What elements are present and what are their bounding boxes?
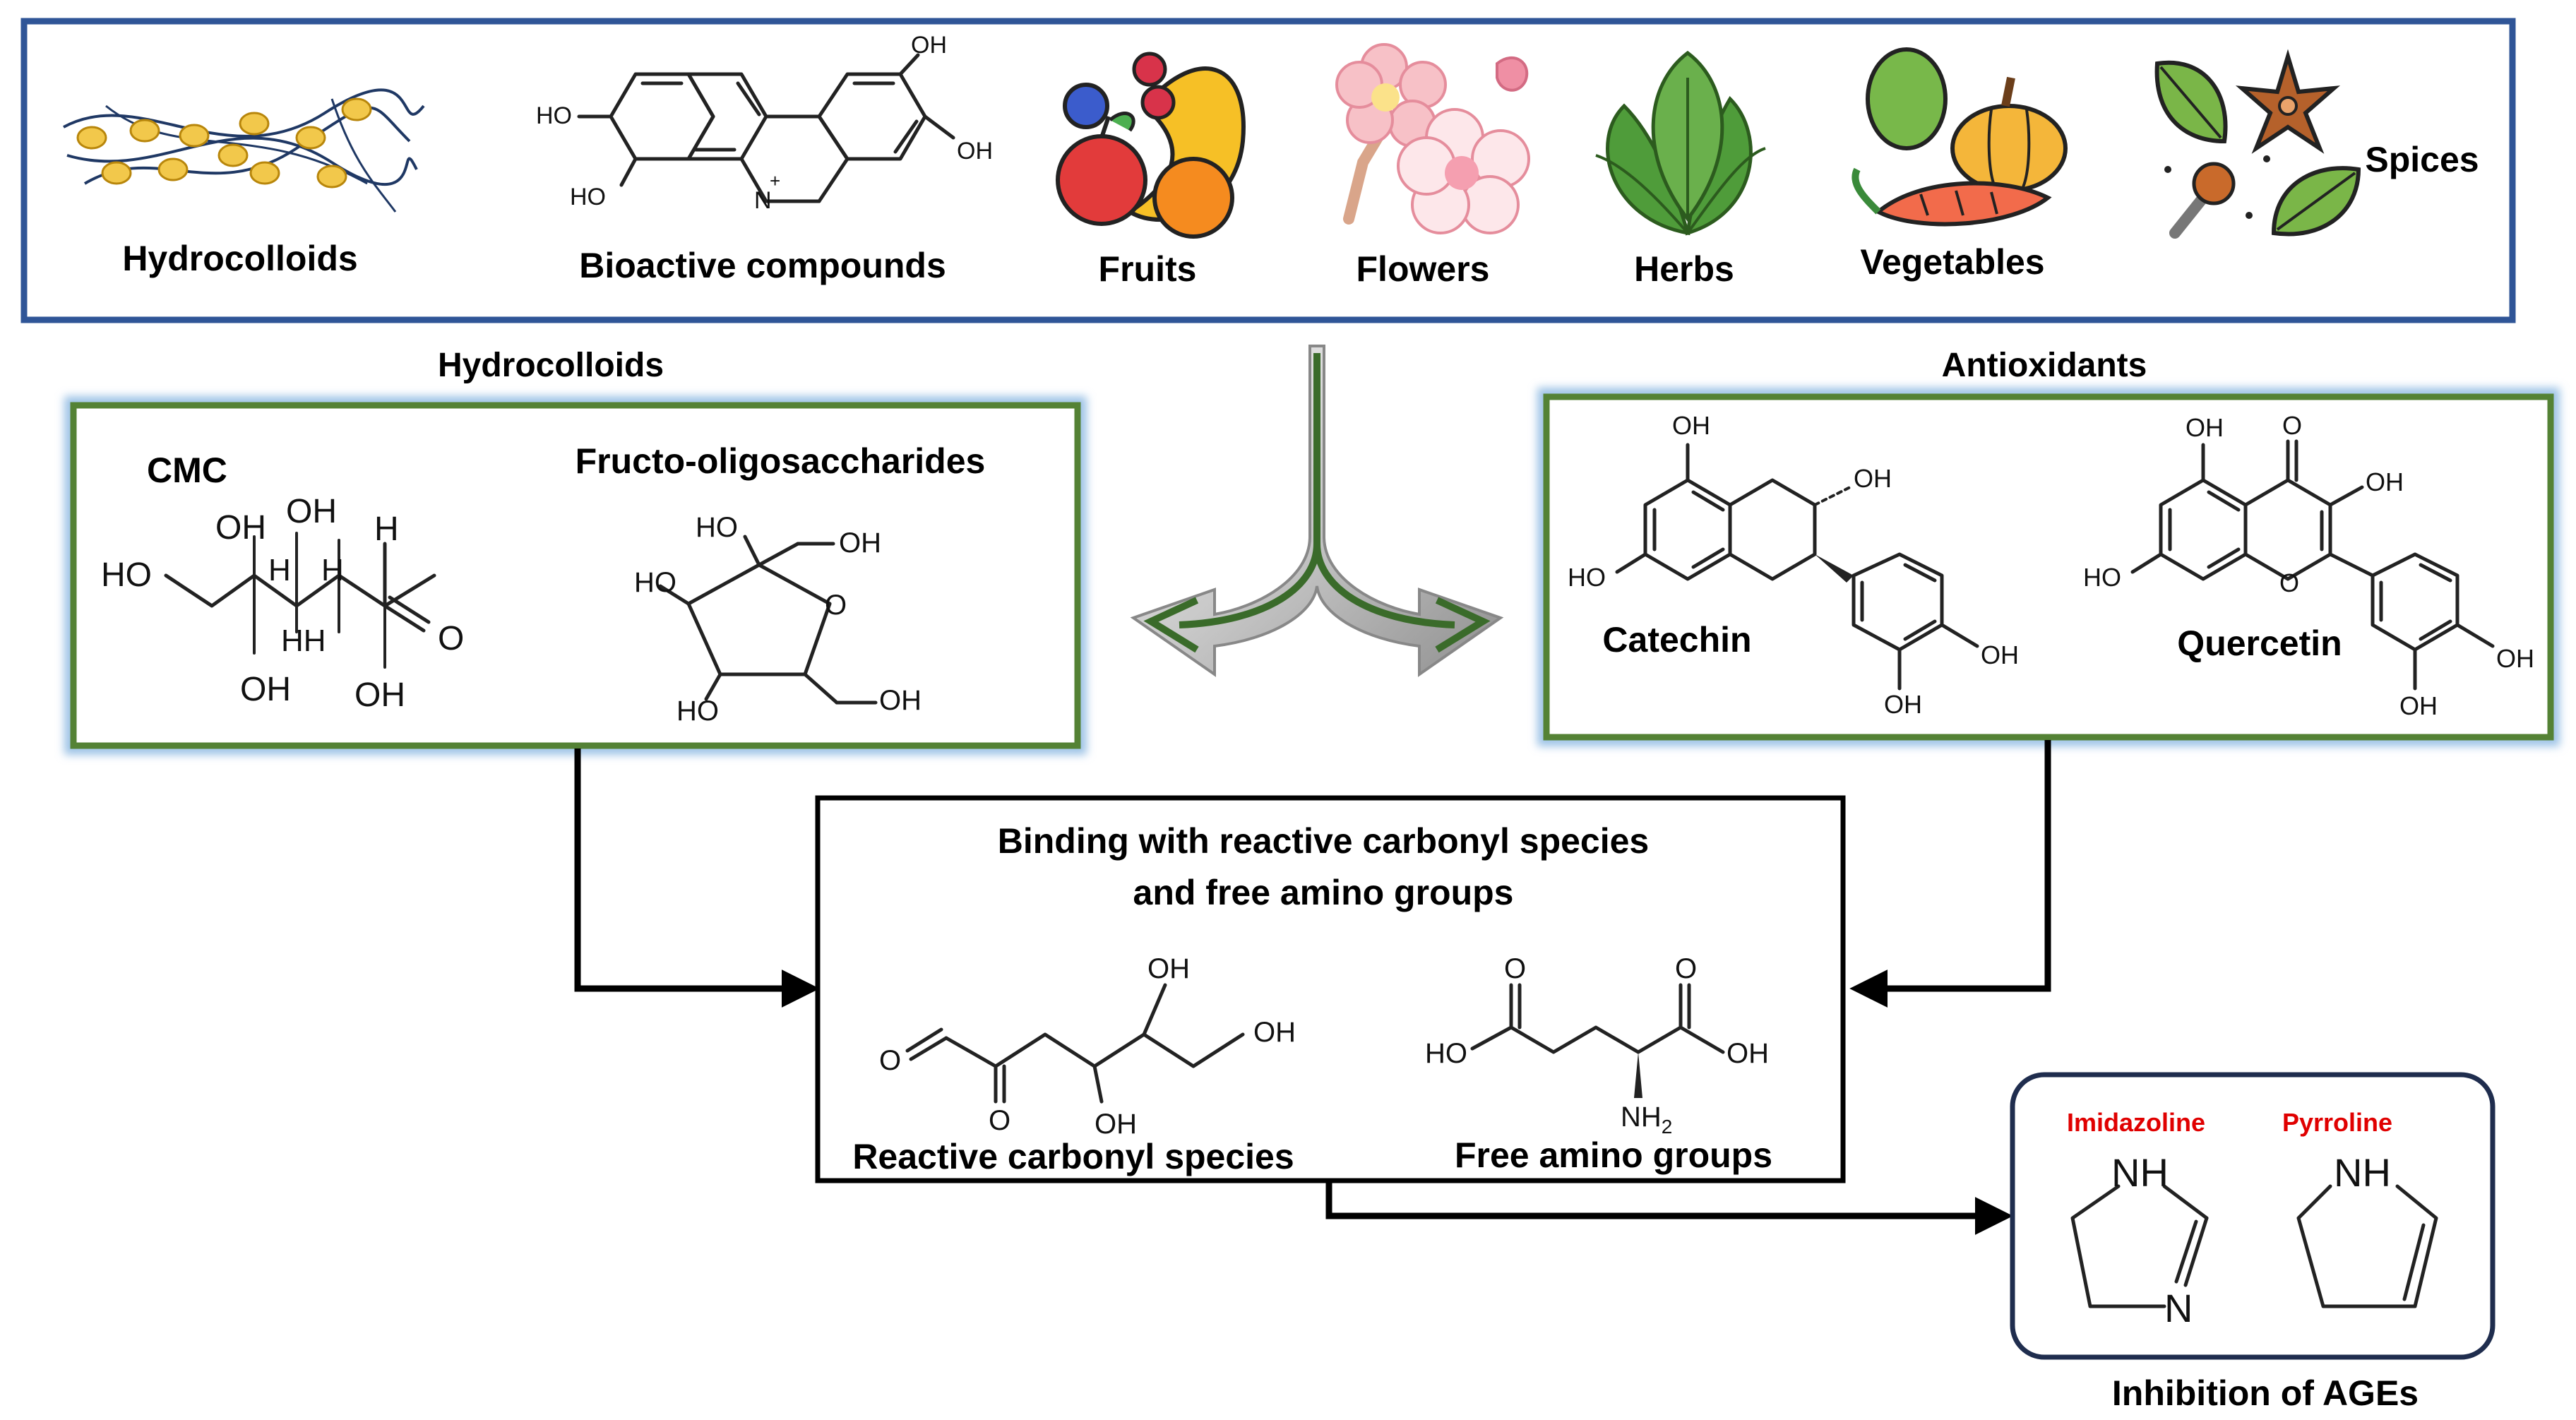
pyrroline-structure: NH xyxy=(2296,1150,2438,1308)
atom-hh: HH xyxy=(281,624,326,658)
atom-oh: OH xyxy=(286,493,337,530)
fos-structure: HO OH HO O HO OH xyxy=(634,512,922,727)
atom-oh: OH xyxy=(879,685,922,716)
quercetin-structure: O OH OH HO O OH OH xyxy=(2083,411,2534,720)
inhibition-box: Imidazoline Pyrroline NH N NH xyxy=(2010,1072,2496,1360)
atom-o: O xyxy=(879,1045,901,1076)
connector-arrows xyxy=(574,740,2051,1235)
atom-ho: HO xyxy=(2083,563,2121,592)
atom-nh: NH xyxy=(2334,1150,2391,1195)
atom-o: O xyxy=(438,620,464,657)
antioxidants-panel: OH OH HO OH OH Catechin xyxy=(1537,388,2560,746)
rcs-structure: O O OH OH OH xyxy=(879,953,1296,1140)
source-label-herbs: Herbs xyxy=(1634,249,1734,289)
atom-n: N xyxy=(2164,1286,2193,1330)
atom-oh: OH xyxy=(2186,413,2224,442)
atom-oh: OH xyxy=(1854,464,1892,493)
binding-title-line2: and free amino groups xyxy=(1133,873,1514,912)
source-label-vegetables: Vegetables xyxy=(1860,242,2044,282)
pyrroline-label: Pyrroline xyxy=(2282,1108,2392,1137)
atom-oh: OH xyxy=(2399,691,2438,720)
atom-oh: OH xyxy=(354,676,405,714)
atom-o: O xyxy=(2282,411,2302,440)
inhibition-caption: Inhibition of AGEs xyxy=(2112,1373,2419,1413)
atom-h: H xyxy=(268,553,291,587)
quercetin-label: Quercetin xyxy=(2177,624,2342,663)
atom-oh: OH xyxy=(1884,690,1922,719)
hydrocolloids-panel: CMC Fructo-oligosaccharides HO OH OH H H… xyxy=(64,396,1087,755)
herbs-icon xyxy=(1595,50,1766,236)
atom-oh: OH xyxy=(1095,1109,1137,1140)
cmc-label: CMC xyxy=(147,451,227,490)
atom-ho: HO xyxy=(1568,563,1606,592)
binding-box: Binding with reactive carbonyl species a… xyxy=(815,795,1846,1183)
source-label-fruits: Fruits xyxy=(1099,249,1197,289)
catechin-label: Catechin xyxy=(1602,620,1751,660)
atom-o: O xyxy=(2279,568,2299,597)
atom-oh: OH xyxy=(1727,1038,1769,1069)
source-label-hydrocolloids: Hydrocolloids xyxy=(122,239,357,278)
source-label-flowers: Flowers xyxy=(1356,249,1490,289)
sources-banner: Hydrocolloids HO HO OH OH N + xyxy=(20,18,2516,323)
bioactive-compound-structure: HO HO OH OH N + xyxy=(536,32,993,214)
binding-title-line1: Binding with reactive carbonyl species xyxy=(998,821,1650,861)
atom-nh: NH xyxy=(2111,1150,2169,1195)
atom-ho: HO xyxy=(696,512,738,543)
atom-oh: OH xyxy=(1672,411,1710,440)
atom-ho: HO xyxy=(676,696,719,727)
atom-ho: HO xyxy=(634,567,676,598)
vegetables-icon xyxy=(1852,47,2068,227)
atom-ho: HO xyxy=(536,102,572,129)
atom-ho: HO xyxy=(1425,1038,1467,1069)
amino-label: Free amino groups xyxy=(1455,1135,1772,1175)
atom-oh: OH xyxy=(215,509,266,547)
atom-ho: HO xyxy=(101,556,152,594)
atom-oh: OH xyxy=(1147,953,1190,984)
cmc-structure: HO OH OH H H H HH O OH OH xyxy=(101,493,464,714)
imidazoline-label: Imidazoline xyxy=(2067,1108,2205,1137)
atom-charge: + xyxy=(770,170,780,191)
catechin-structure: OH OH HO OH OH xyxy=(1568,411,2019,719)
amino-acid-structure: O O HO OH NH2 xyxy=(1425,953,1769,1138)
fos-label: Fructo-oligosaccharides xyxy=(576,441,986,481)
atom-oh: OH xyxy=(2496,644,2534,673)
rcs-label: Reactive carbonyl species xyxy=(852,1137,1294,1176)
spices-icon xyxy=(2154,49,2361,239)
atom-oh: OH xyxy=(240,671,291,708)
atom-oh: OH xyxy=(957,138,993,165)
atom-o: O xyxy=(1675,953,1697,984)
atom-oh: OH xyxy=(1981,640,2019,669)
antioxidants-heading: Antioxidants xyxy=(1942,347,2147,384)
atom-oh: OH xyxy=(1253,1017,1296,1048)
source-label-spices: Spices xyxy=(2365,140,2479,179)
hydrocolloids-heading: Hydrocolloids xyxy=(438,347,664,384)
atom-o: O xyxy=(989,1105,1010,1136)
imidazoline-structure: NH N xyxy=(2070,1150,2209,1330)
atom-n-plus: N xyxy=(754,187,772,214)
atom-h: H xyxy=(321,553,344,587)
hydrocolloid-network-icon xyxy=(63,88,425,213)
source-label-bioactive: Bioactive compounds xyxy=(579,246,946,285)
split-arrow-icon xyxy=(1130,345,1504,677)
atom-h: H xyxy=(374,511,399,548)
atom-ho: HO xyxy=(570,184,606,210)
atom-oh: OH xyxy=(839,527,881,559)
atom-nh2: NH2 xyxy=(1621,1102,1672,1138)
atom-oh: OH xyxy=(2366,467,2404,496)
fruits-icon xyxy=(1056,52,1246,239)
atom-oh: OH xyxy=(911,32,947,59)
atom-o: O xyxy=(825,590,847,621)
flowers-icon xyxy=(1335,43,1530,234)
atom-o: O xyxy=(1504,953,1526,984)
